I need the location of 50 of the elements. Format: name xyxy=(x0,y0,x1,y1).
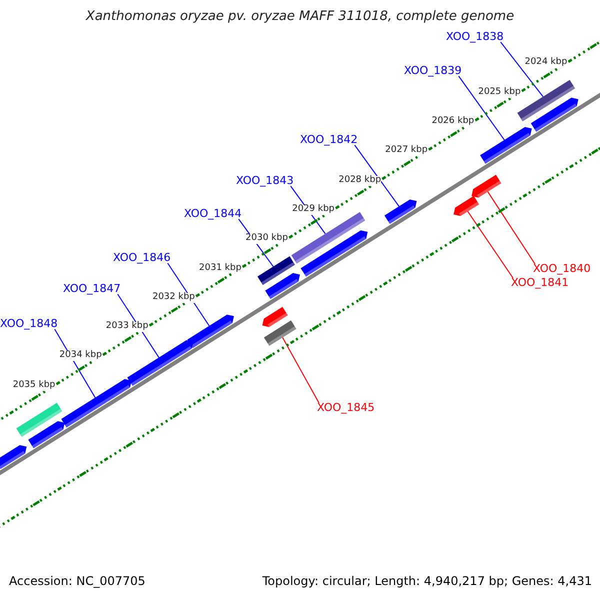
gene-feature xyxy=(530,98,578,132)
scale-label: 2025 kbp xyxy=(478,88,521,98)
gene-label: XOO_1846 xyxy=(113,252,171,264)
gene-feature xyxy=(257,256,295,285)
gene-feature xyxy=(300,230,368,277)
gene-feature xyxy=(472,174,502,198)
gene-feature xyxy=(61,379,132,428)
gene-label: XOO_1840 xyxy=(533,263,591,276)
gene-label: XOO_1848 xyxy=(0,318,58,330)
gene-feature xyxy=(454,196,480,216)
leader-line xyxy=(500,42,544,98)
scale-label: 2033 kbp xyxy=(106,322,148,332)
gene-feature xyxy=(262,306,288,328)
gene-label: XOO_1847 xyxy=(63,283,121,296)
gene-label: XOO_1841 xyxy=(511,277,569,290)
scale-label: 2030 kbp xyxy=(246,234,288,244)
gene-feature xyxy=(384,199,417,224)
scale-label: 2029 kbp xyxy=(292,204,334,215)
gene-label: XOO_1842 xyxy=(300,134,358,146)
gene-feature xyxy=(480,127,532,164)
scale-label: 2035 kbp xyxy=(12,380,56,391)
gene-feature xyxy=(28,421,65,448)
scale-label: 2032 kbp xyxy=(152,292,195,303)
leader-line xyxy=(354,144,400,207)
scale-label: 2031 kbp xyxy=(199,264,242,274)
scale-label: 2028 kbp xyxy=(338,176,382,186)
leader-line xyxy=(458,76,505,141)
gene-label: XOO_1839 xyxy=(404,65,462,78)
gene-label: XOO_1838 xyxy=(446,31,504,44)
title: Xanthomonas oryzae pv. oryzae MAFF 311018, complete genome xyxy=(84,10,516,24)
leader-line xyxy=(487,191,536,264)
gene-feature xyxy=(264,320,296,346)
gene-feature xyxy=(187,314,234,348)
leader-line xyxy=(54,328,96,398)
scale-label: 2026 kbp xyxy=(432,117,474,127)
scale-label: 2024 kbp xyxy=(524,58,568,68)
gene-label: XOO_1844 xyxy=(184,208,242,220)
scale-label: 2027 kbp xyxy=(385,146,428,156)
gene-feature xyxy=(291,212,366,264)
leader-line xyxy=(282,337,320,404)
gene-label: XOO_1845 xyxy=(317,402,375,414)
gene-feature xyxy=(16,402,62,437)
scale-label: 2034 kbp xyxy=(59,351,102,362)
accession-text: Accession: NC_007705 xyxy=(9,575,146,588)
leader-line xyxy=(467,210,514,278)
gene-feature xyxy=(265,273,300,300)
gene-feature xyxy=(0,445,27,470)
gene-label: XOO_1843 xyxy=(236,175,294,188)
gene-feature xyxy=(127,340,194,386)
topology-text: Topology: circular; Length: 4,940,217 bp; Genes: 4,431 xyxy=(262,575,592,588)
